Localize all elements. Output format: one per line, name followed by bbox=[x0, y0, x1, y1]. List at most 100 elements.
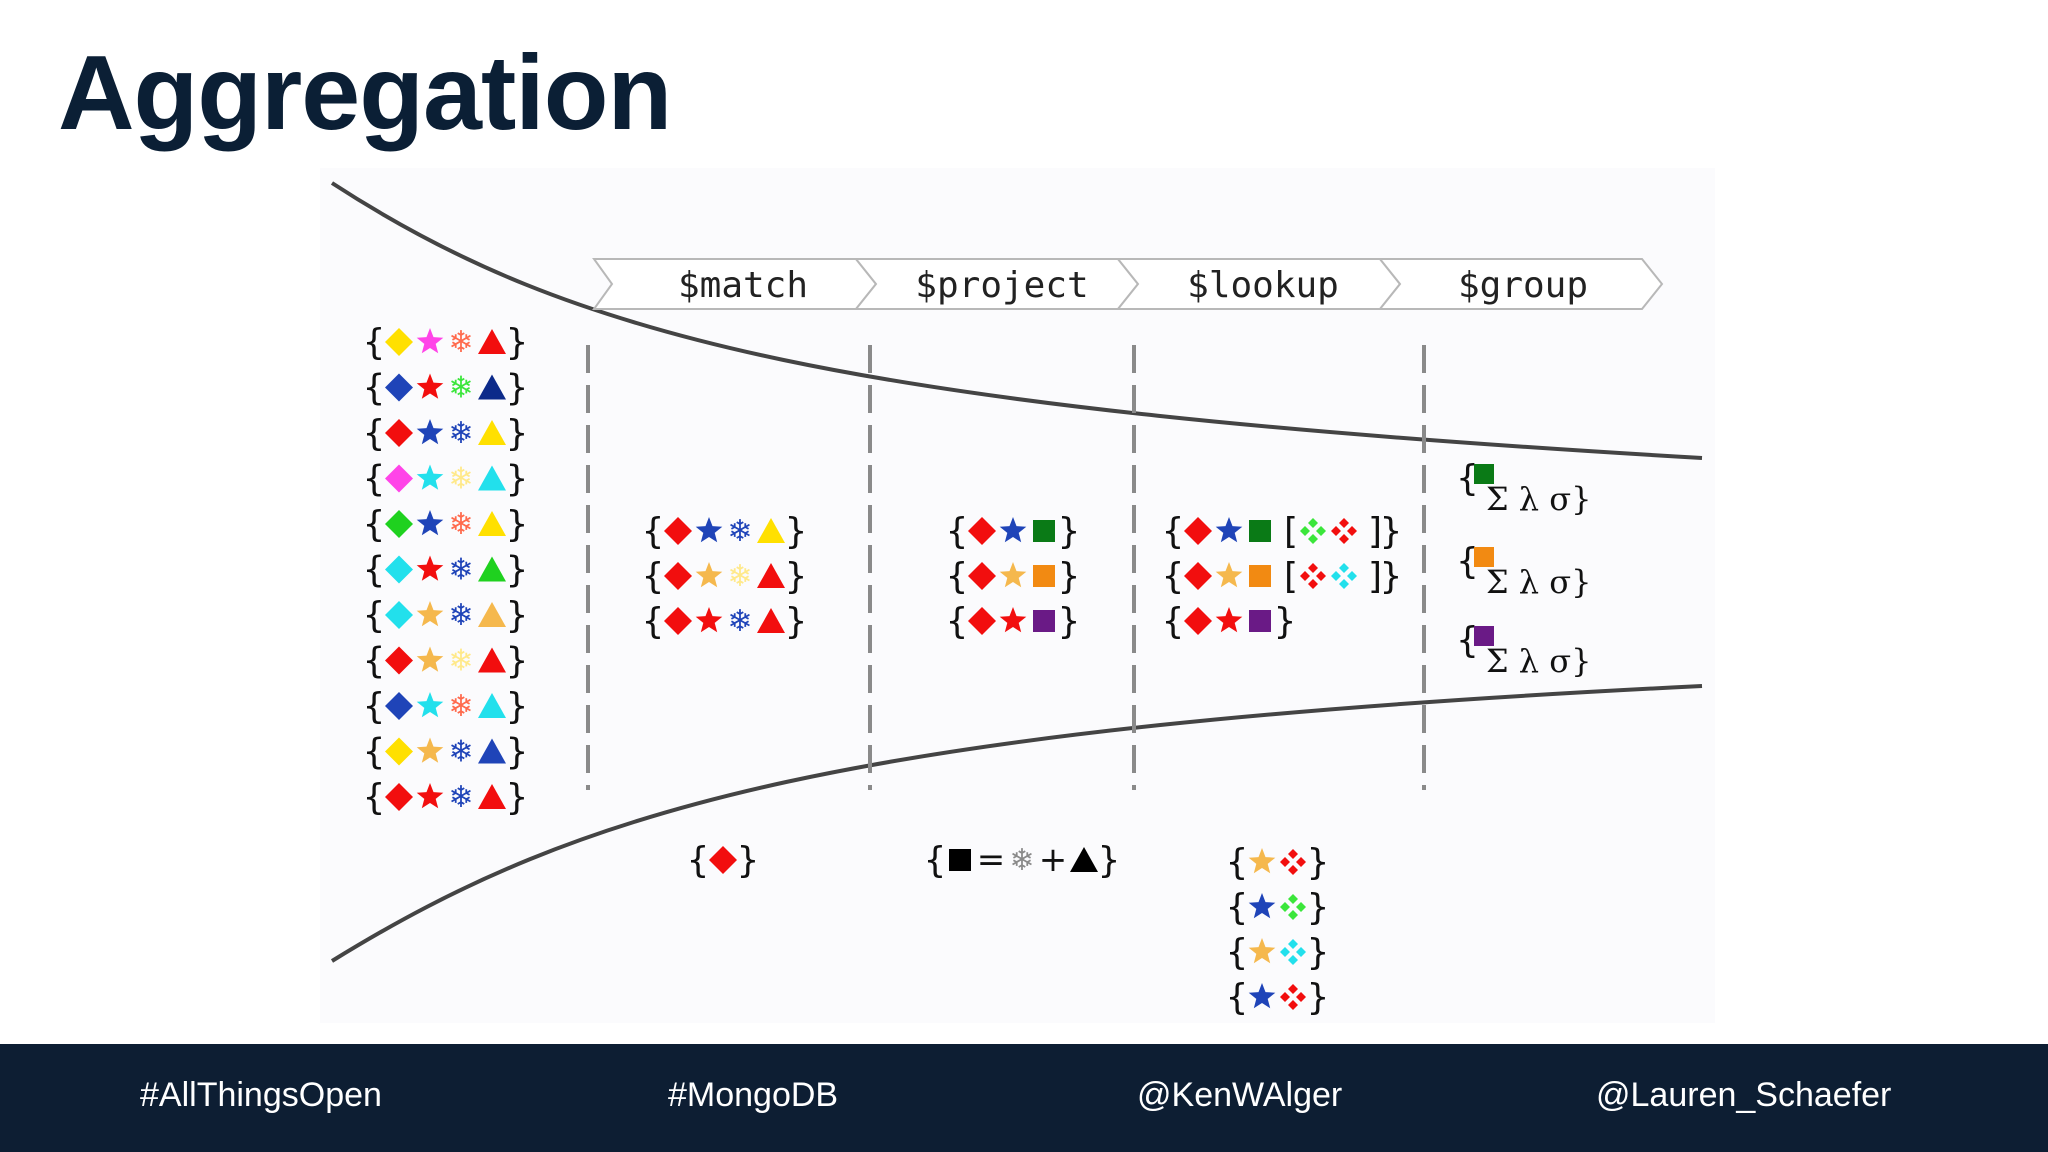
brace-close: } bbox=[737, 840, 760, 881]
clover-petal bbox=[1339, 534, 1349, 544]
brace-close: } bbox=[506, 777, 529, 818]
project-out-doc: {} bbox=[946, 601, 1081, 642]
match-filter-doc: {} bbox=[687, 840, 760, 881]
clover-petal bbox=[1280, 947, 1290, 957]
diamond-icon bbox=[385, 374, 413, 402]
brace-close: } bbox=[1058, 556, 1081, 597]
star-icon bbox=[417, 374, 444, 399]
star-icon bbox=[417, 465, 444, 490]
lookup-out-doc: {[]} bbox=[1162, 556, 1403, 597]
diamond-icon bbox=[385, 419, 413, 447]
footer-handle-kenwalger: @KenWAlger bbox=[1137, 1078, 1342, 1112]
snowflake-icon: ❄ bbox=[448, 325, 473, 360]
clover-petal bbox=[1339, 518, 1349, 528]
snowflake-icon: ❄ bbox=[448, 780, 473, 815]
square-icon bbox=[1033, 610, 1055, 632]
star-icon bbox=[417, 738, 444, 763]
clover-petal bbox=[1288, 894, 1298, 904]
triangle-icon bbox=[478, 375, 506, 400]
diamond-icon bbox=[385, 647, 413, 675]
group-result-doc: {Σ λ σ} bbox=[1456, 541, 1591, 601]
star-icon bbox=[417, 510, 444, 535]
group-result-doc: {Σ λ σ} bbox=[1456, 458, 1591, 518]
brace-close: } bbox=[506, 595, 529, 636]
clover-petal bbox=[1288, 984, 1298, 994]
square-icon bbox=[1033, 565, 1055, 587]
clover-petal bbox=[1296, 992, 1306, 1002]
input-doc: {❄} bbox=[363, 550, 529, 591]
diamond-icon bbox=[664, 517, 692, 545]
star-icon bbox=[417, 328, 444, 353]
clover-icon bbox=[1300, 518, 1326, 544]
snowflake-icon: ❄ bbox=[448, 371, 473, 406]
brace-open: { bbox=[642, 601, 665, 642]
star-icon bbox=[1216, 562, 1243, 587]
clover-petal bbox=[1288, 849, 1298, 859]
star-icon bbox=[696, 517, 723, 542]
input-doc: {❄} bbox=[363, 368, 529, 409]
brace-open: { bbox=[363, 368, 386, 409]
brace-open: { bbox=[1226, 932, 1249, 973]
clover-petal bbox=[1296, 857, 1306, 867]
snowflake-icon: ❄ bbox=[727, 514, 752, 549]
project-expr-doc: {=❄+} bbox=[924, 840, 1121, 881]
brace-close: } bbox=[1274, 601, 1297, 642]
square-icon bbox=[1249, 565, 1271, 587]
brace-close: } bbox=[785, 556, 808, 597]
triangle-icon bbox=[757, 518, 785, 543]
triangle-icon bbox=[478, 511, 506, 536]
triangle-icon bbox=[478, 557, 506, 582]
snowflake-icon: ❄ bbox=[727, 604, 752, 639]
clover-petal bbox=[1308, 579, 1318, 589]
brace-open: { bbox=[363, 504, 386, 545]
snowflake-icon: ❄ bbox=[448, 462, 473, 497]
stage-label-match: $match bbox=[678, 265, 808, 306]
clover-petal bbox=[1288, 1000, 1298, 1010]
star-icon bbox=[1249, 983, 1276, 1008]
input-doc: { ❄} bbox=[363, 777, 529, 818]
snowflake-icon: ❄ bbox=[448, 507, 473, 542]
pipeline-svg: $match $project $lookup $group {❄}{❄}{❄}… bbox=[320, 168, 1715, 1023]
clover-petal bbox=[1308, 518, 1318, 528]
brace-open: { bbox=[642, 511, 665, 552]
lookup-out-doc: {[]} bbox=[1162, 511, 1403, 552]
input-doc: {❄} bbox=[363, 732, 529, 773]
match-out-doc: { ❄} bbox=[642, 601, 808, 642]
star-icon bbox=[1249, 848, 1276, 873]
brace-close: } bbox=[785, 511, 808, 552]
input-doc: {❄} bbox=[363, 322, 529, 363]
brace-close: } bbox=[506, 686, 529, 727]
brace-close: } bbox=[1307, 842, 1330, 883]
clover-petal bbox=[1280, 857, 1290, 867]
funnel-top-curve bbox=[332, 183, 1702, 458]
triangle-icon bbox=[478, 329, 506, 354]
input-doc: {❄} bbox=[363, 504, 529, 545]
diamond-icon bbox=[968, 517, 996, 545]
diamond-icon bbox=[968, 607, 996, 635]
snowflake-icon: ❄ bbox=[448, 644, 473, 679]
diamond-icon bbox=[709, 846, 737, 874]
triangle-icon bbox=[478, 420, 506, 445]
star-icon bbox=[417, 692, 444, 717]
snowflake-icon: ❄ bbox=[448, 735, 473, 770]
brace-close: } bbox=[785, 601, 808, 642]
brace-open: { bbox=[946, 601, 969, 642]
diamond-icon bbox=[385, 692, 413, 720]
footer-hashtag-mongodb: #MongoDB bbox=[668, 1078, 838, 1112]
star-icon bbox=[1216, 607, 1243, 632]
match-out-doc: { ❄} bbox=[642, 511, 808, 552]
star-icon bbox=[417, 419, 444, 444]
triangle-icon bbox=[1070, 847, 1098, 872]
triangle-icon bbox=[478, 739, 506, 764]
brace-open: { bbox=[687, 840, 710, 881]
square-icon bbox=[1249, 520, 1271, 542]
square-icon bbox=[949, 849, 971, 871]
star-icon bbox=[696, 607, 723, 632]
diamond-icon bbox=[968, 562, 996, 590]
diamond-icon bbox=[1184, 607, 1212, 635]
triangle-icon bbox=[478, 602, 506, 627]
clover-petal bbox=[1316, 571, 1326, 581]
lookup-foreign-doc: {} bbox=[1226, 932, 1330, 973]
brace-open: { bbox=[363, 777, 386, 818]
group-result-doc: {Σ λ σ} bbox=[1456, 620, 1591, 680]
